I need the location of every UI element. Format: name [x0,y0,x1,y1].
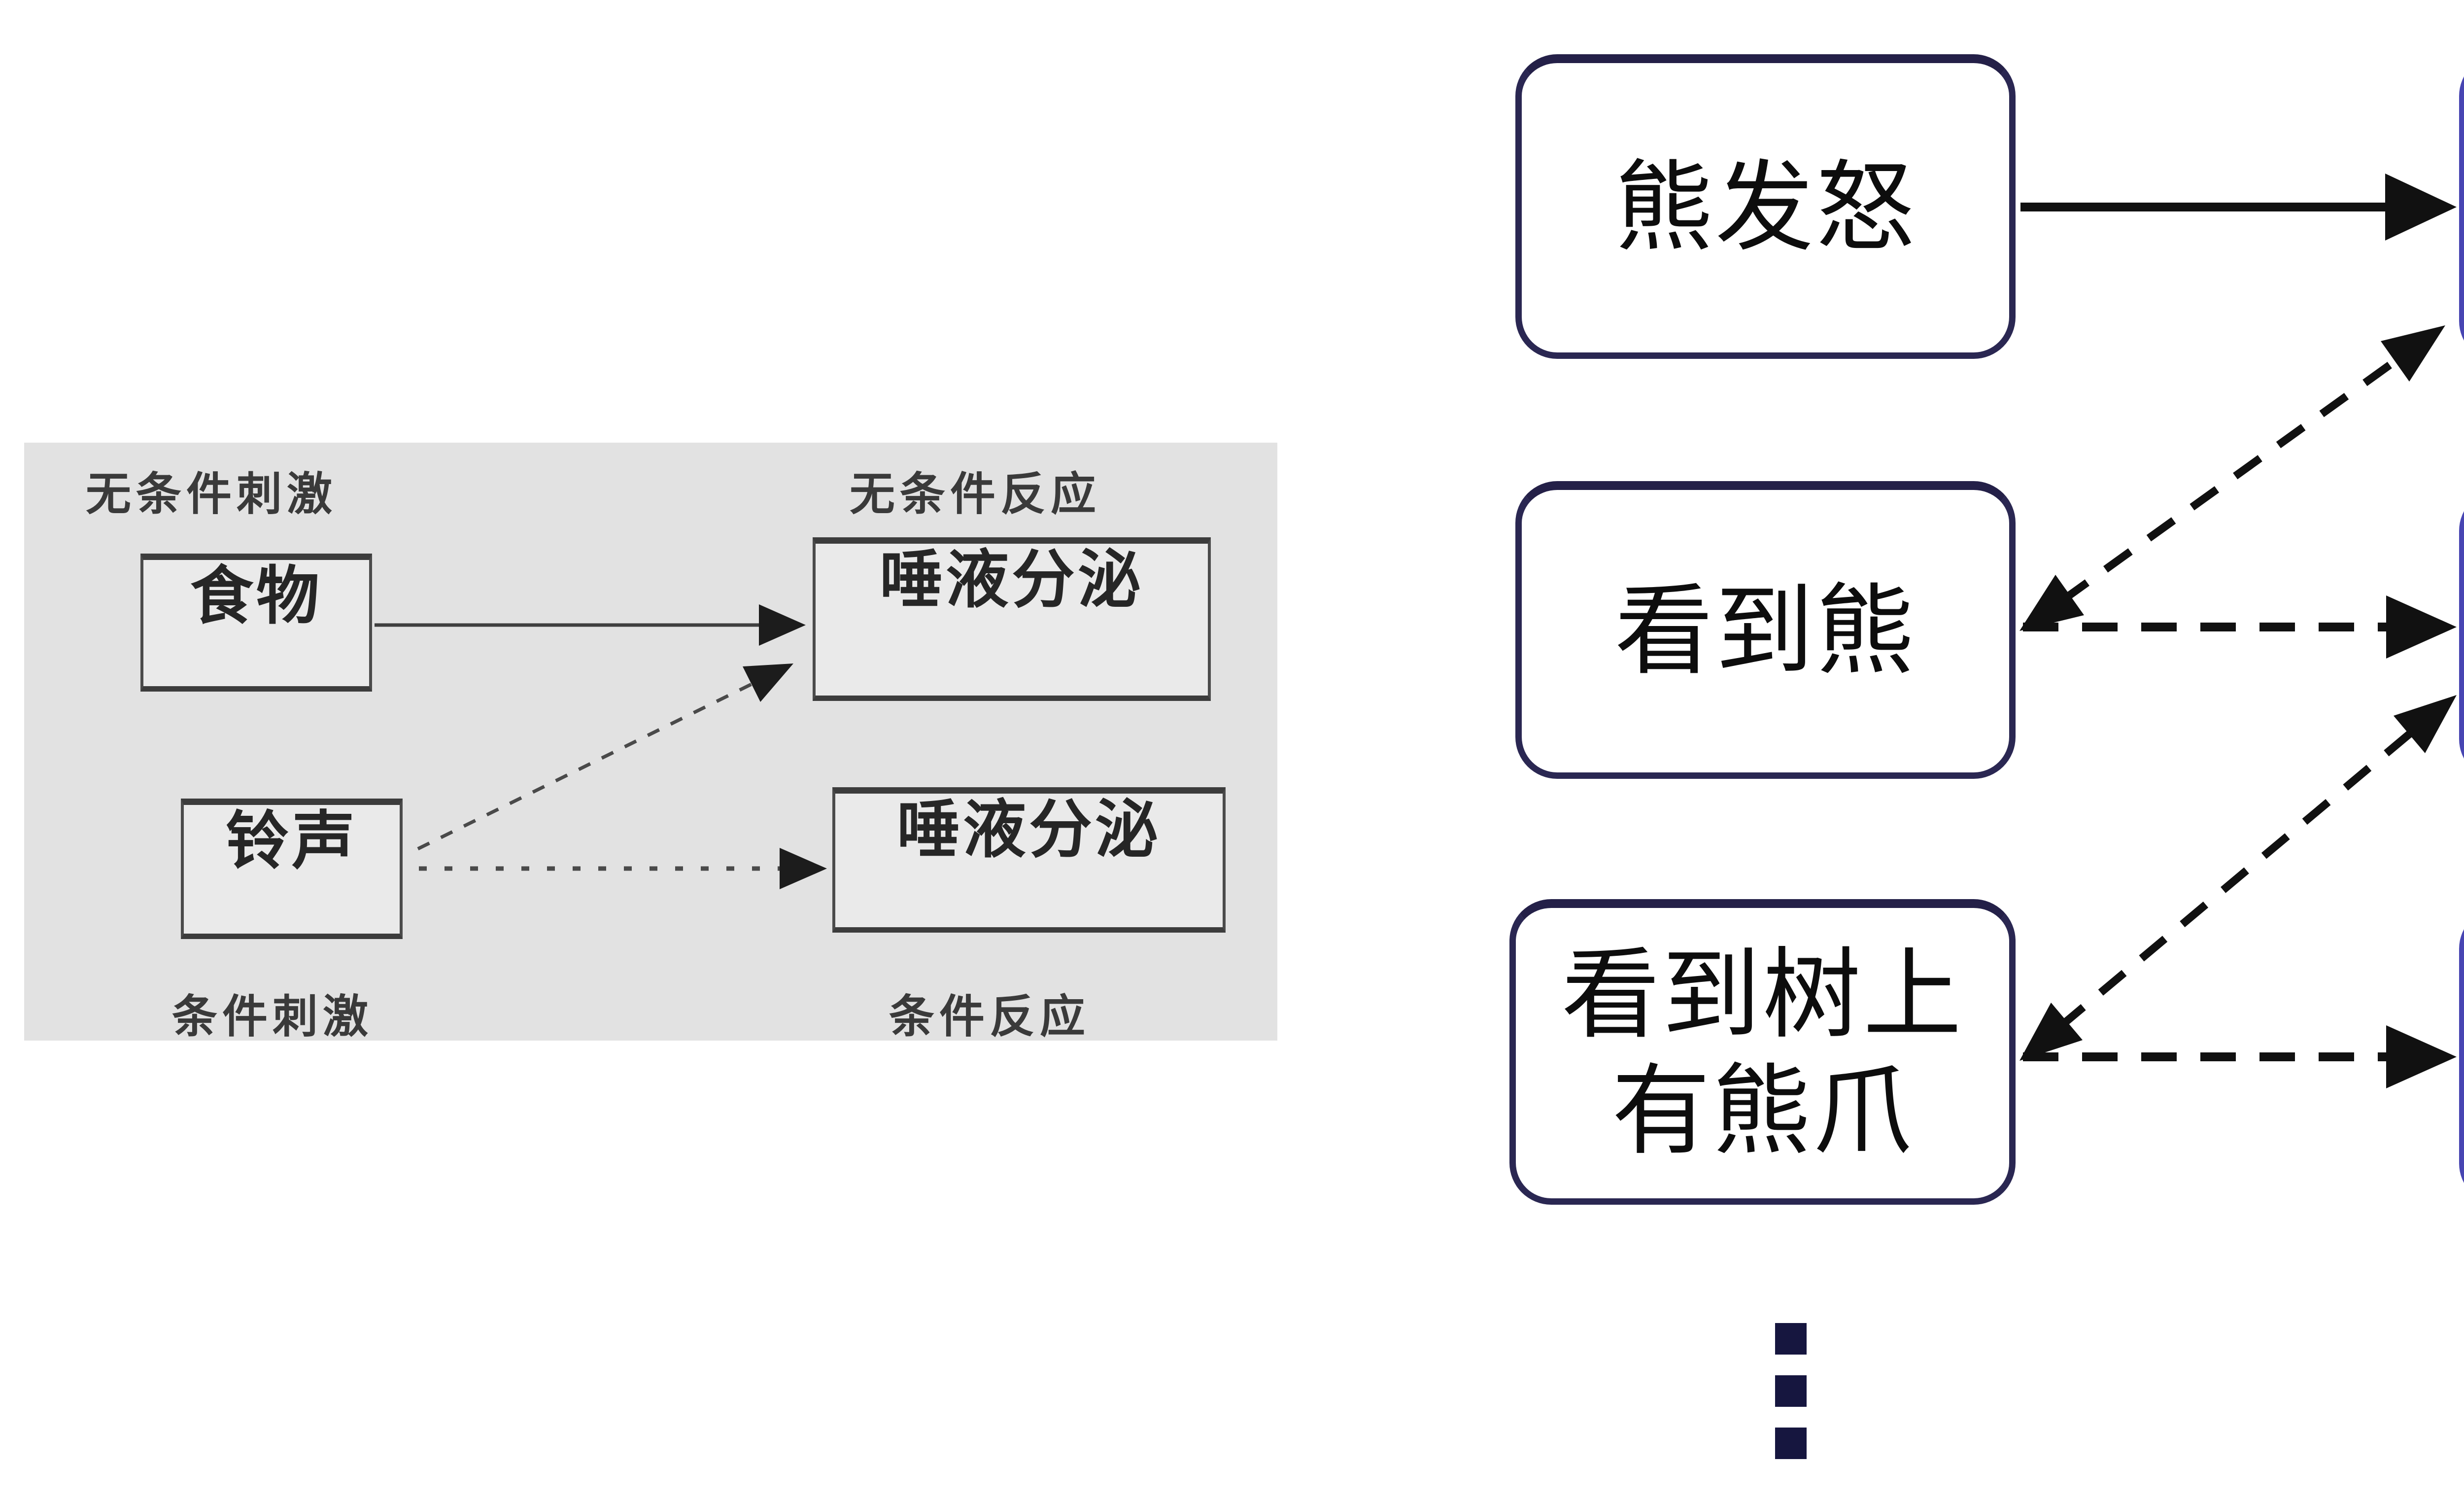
box-bear-angry-label: 熊发怒 [1614,152,1916,263]
box-bear-angry: 熊发怒 [1515,54,2016,359]
left-ellipsis-icon [1775,1323,1807,1461]
box-bell-label: 铃声 [225,806,358,876]
arrow-bear-to-reward [2020,174,2457,241]
arrow-seebear-reward-dashed [2019,325,2445,631]
box-salivation-conditioned-label: 唾液分泌 [896,795,1161,865]
arrow-seeclaw-vsprime-dashed [2019,695,2457,1061]
conditioned-response-label: 条件反应 [889,992,1091,1042]
arrow-seeclaw-to-vs [2023,1025,2457,1088]
arrow-seebear-to-vsprime [2023,595,2457,659]
box-salivation-unconditioned-label: 唾液分泌 [879,545,1144,615]
unconditioned-stimulus-label: 无条件刺激 [86,469,338,520]
box-salivation-conditioned: 唾液分泌 [832,787,1226,933]
box-value-state: V(s) [2459,907,2464,1205]
box-see-claw: 看到树上 有熊爪 [1509,899,2016,1205]
box-value-next-state: V(s′) [2459,489,2464,781]
box-see-claw-line1: 看到树上 [1561,940,1964,1050]
ellipsis-dot [1775,1375,1807,1407]
box-salivation-unconditioned: 唾液分泌 [813,537,1211,701]
conditioned-stimulus-label: 条件刺激 [172,992,374,1042]
ellipsis-dot [1775,1428,1807,1459]
box-see-claw-label: 看到树上 有熊爪 [1561,937,1963,1170]
ellipsis-dot [1775,1323,1807,1355]
unconditioned-response-label: 无条件反应 [850,469,1101,520]
box-see-claw-line2: 有熊爪 [1611,1056,1914,1166]
box-bell: 铃声 [181,799,403,939]
box-food: 食物 [140,554,372,692]
conditioning-panel: 无条件刺激 无条件反应 条件刺激 条件反应 食物 唾液分泌 铃声 唾液分泌 [24,443,1277,1042]
box-reward: 奖励 [2459,54,2464,363]
box-food-label: 食物 [190,561,322,631]
box-see-bear-label: 看到熊 [1614,576,1916,686]
box-see-bear: 看到熊 [1515,481,2016,779]
